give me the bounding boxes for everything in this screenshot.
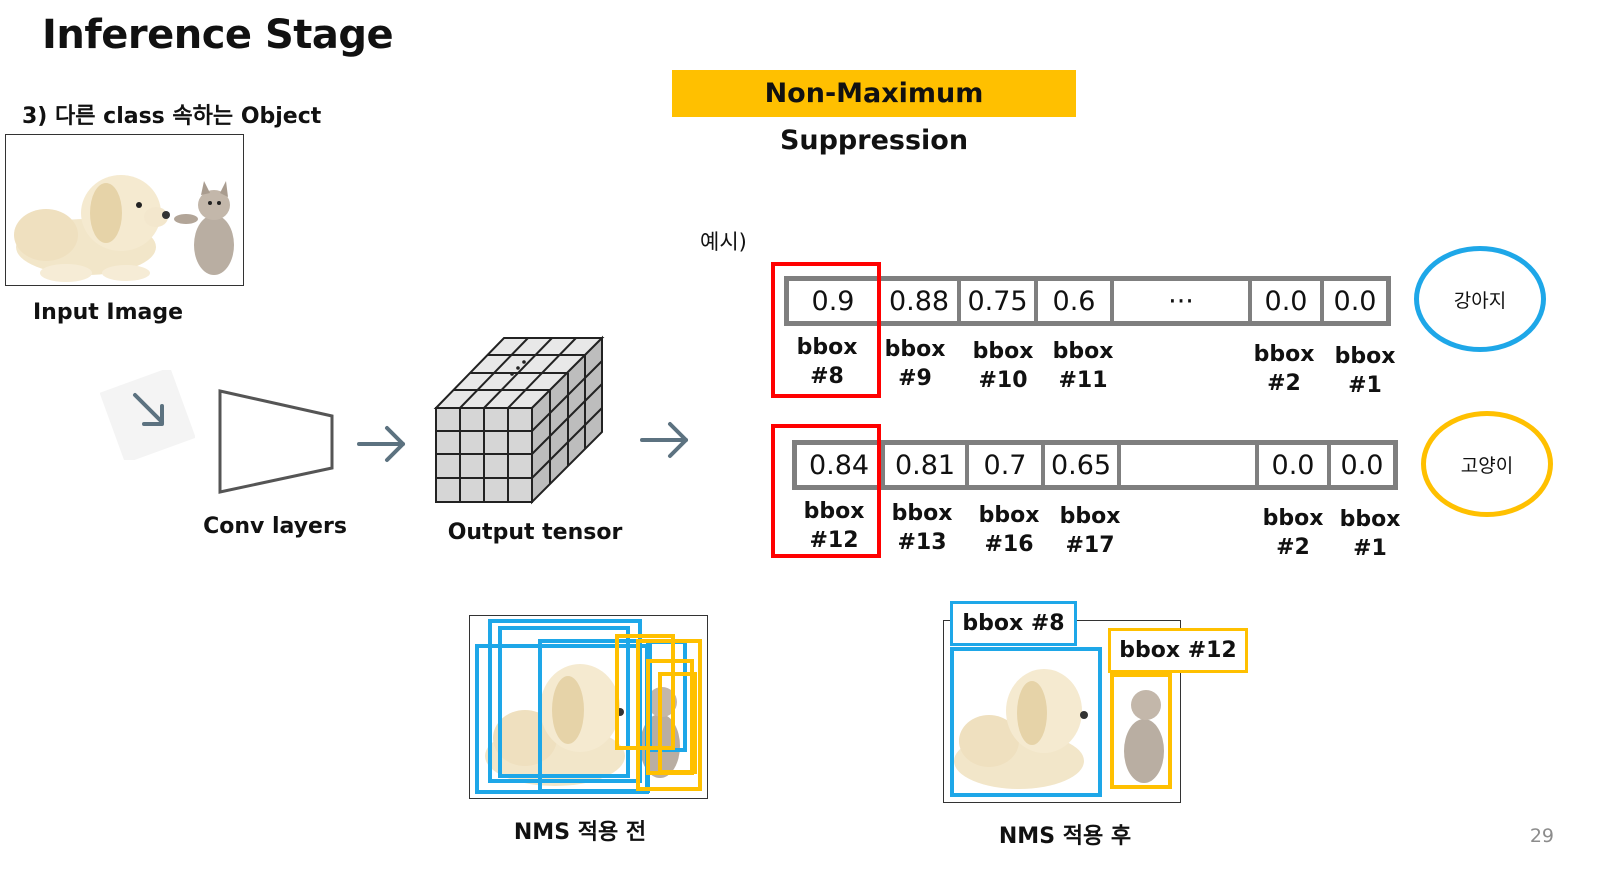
score-cell: 0.65	[1045, 445, 1121, 485]
output-tensor-cube	[432, 334, 607, 506]
bbox-label: bbox #16	[978, 503, 1040, 557]
page-title: Inference Stage	[42, 12, 394, 58]
nms-title-banner: Non-Maximum Suppression	[672, 70, 1076, 156]
bbox-label: bbox #9	[884, 337, 946, 391]
bbox-label: bbox #1	[1334, 344, 1396, 398]
conv-layers-label: Conv layers	[203, 514, 347, 539]
bbox-label: bbox #1	[1339, 507, 1401, 561]
score-cell: 0.84	[797, 445, 885, 485]
score-cell: 0.7	[969, 445, 1045, 485]
score-bar-cat: 0.84 0.81 0.7 0.65 0.0 0.0	[792, 440, 1398, 490]
score-cell: 0.6	[1038, 281, 1114, 321]
example-label: 예시)	[700, 230, 747, 254]
score-cell: 0.81	[885, 445, 969, 485]
page-number: 29	[1529, 825, 1554, 847]
class-ellipse-cat: 고양이	[1421, 411, 1553, 517]
section-subtitle: 3) 다른 class 속하는 Object	[22, 104, 322, 129]
after-tag-cat: bbox #12	[1108, 628, 1248, 673]
arrow-right-icon	[638, 418, 693, 462]
score-cell-empty	[1121, 445, 1259, 485]
score-cell: 0.75	[961, 281, 1038, 321]
bbox-label: bbox #17	[1059, 504, 1121, 558]
bbox-label: bbox #2	[1262, 506, 1324, 560]
before-nms-image	[469, 615, 708, 799]
arrow-down-right-icon	[99, 367, 196, 464]
bbox-label: bbox #10	[972, 339, 1034, 393]
highlight-box-cat	[771, 424, 881, 558]
after-nms-caption: NMS 적용 후	[998, 824, 1132, 849]
bbox-label: bbox #8	[796, 335, 858, 389]
before-nms-caption: NMS 적용 전	[513, 820, 647, 845]
score-cell: 0.0	[1252, 281, 1324, 321]
score-cell: 0.0	[1340, 449, 1384, 481]
score-cell: 0.0	[1259, 445, 1331, 485]
bbox-label: bbox #11	[1052, 339, 1114, 393]
bbox-label: bbox #2	[1253, 342, 1315, 396]
score-cell: 0.0	[1333, 285, 1377, 317]
after-tag-dog: bbox #8	[950, 601, 1077, 646]
output-tensor-label: Output tensor	[447, 520, 623, 545]
bbox-label: bbox #13	[891, 501, 953, 555]
conv-layers-shape	[215, 386, 340, 498]
score-bar-dog: 0.9 0.88 0.75 0.6 ··· 0.0 0.0	[784, 276, 1391, 326]
highlight-box-dog	[771, 262, 881, 398]
input-image-label: Input Image	[32, 300, 184, 325]
arrow-right-icon	[355, 422, 410, 466]
class-ellipse-dog: 강아지	[1414, 246, 1546, 352]
score-cell-ellipsis: ···	[1114, 281, 1252, 321]
bbox-label: bbox #12	[803, 499, 865, 553]
input-image	[5, 134, 244, 286]
score-cell: 0.88	[881, 281, 961, 321]
